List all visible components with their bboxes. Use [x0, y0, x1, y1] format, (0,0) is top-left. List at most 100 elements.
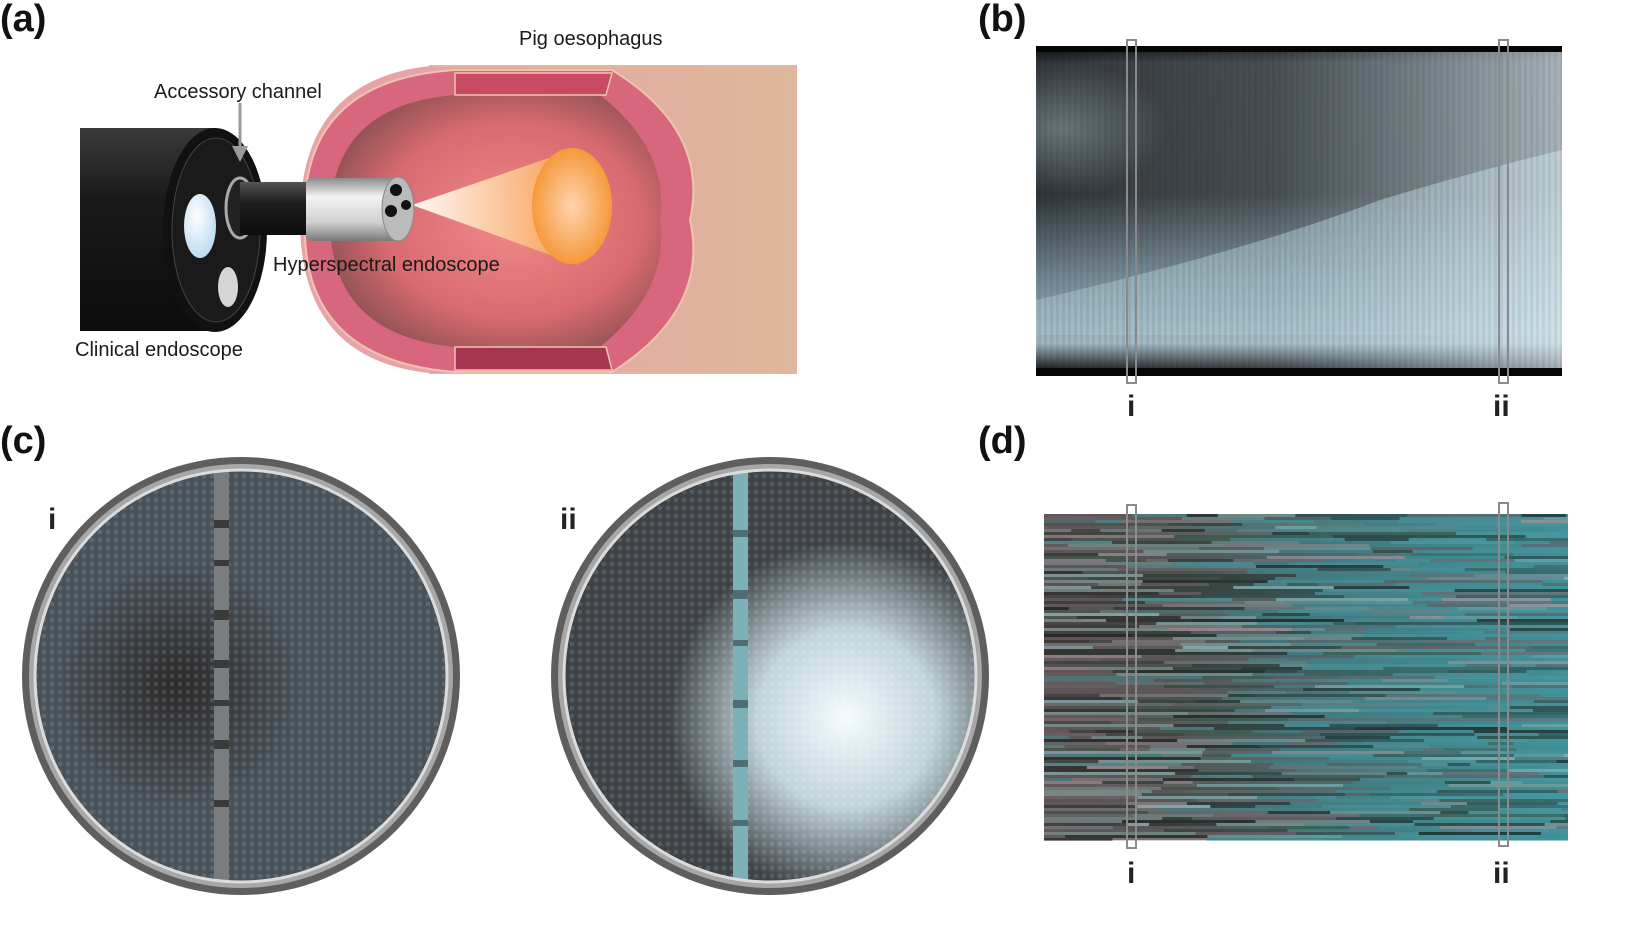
- panel-d-streak: [1044, 595, 1090, 598]
- panel-d-streak: [1044, 835, 1066, 838]
- panel-d-streak: [1044, 547, 1200, 550]
- panel-d-streak: [1132, 709, 1235, 712]
- panel-d-streak: [1083, 619, 1107, 622]
- panel-d-streak: [1044, 685, 1117, 688]
- panel-d-streak: [1122, 517, 1183, 520]
- panel-d-streak: [1284, 601, 1413, 604]
- panel-d-streak: [1267, 811, 1331, 814]
- panel-d-streak: [1232, 598, 1277, 601]
- panel-d-streak: [1528, 673, 1568, 676]
- panel-d-streak: [1406, 529, 1528, 532]
- panel-d-streak: [1187, 712, 1292, 715]
- panel-d-streak: [1472, 547, 1568, 550]
- panel-d-streak: [1307, 661, 1407, 664]
- panel-d-streak: [1246, 571, 1407, 574]
- panel-d-streak: [1044, 622, 1157, 625]
- label-hyperspectral-endoscope: Hyperspectral endoscope: [273, 254, 500, 276]
- panel-d-streak: [1265, 670, 1298, 673]
- panel-d-streak: [1137, 700, 1196, 703]
- panel-d-streak: [1116, 682, 1205, 685]
- panel-d-streak: [1564, 814, 1568, 817]
- panel-d-streak: [1292, 628, 1325, 631]
- panel-d-streak: [1409, 574, 1475, 577]
- panel-d-streak: [1309, 664, 1466, 667]
- panel-d-streak: [1044, 616, 1077, 619]
- panel-d-streak: [1329, 757, 1422, 760]
- panel-d-streak: [1383, 667, 1500, 670]
- panel-d-streak: [1376, 643, 1476, 646]
- panel-d-streak: [1044, 661, 1165, 664]
- panel-d-streak: [1122, 520, 1233, 523]
- panel-d-streak: [1323, 652, 1482, 655]
- panel-d-streak: [1513, 553, 1534, 556]
- panel-d-streak: [1373, 745, 1431, 748]
- panel-d-streak: [1044, 640, 1090, 643]
- panel-d-streak: [1390, 787, 1455, 790]
- panel-d-streak: [1362, 742, 1488, 745]
- panel-d-streak: [1044, 619, 1084, 622]
- panel-d-streak: [1186, 745, 1260, 748]
- panel-d-streak: [1397, 520, 1522, 523]
- panel-d-streak: [1325, 736, 1391, 739]
- panel-d-streak: [1352, 781, 1445, 784]
- panel-d-streak: [1219, 616, 1257, 619]
- panel-d-streak: [1190, 631, 1277, 634]
- panel-d-streak: [1068, 607, 1114, 610]
- panel-d-streak: [1458, 607, 1548, 610]
- panel-d-streak: [1514, 559, 1568, 562]
- panel-d-streak: [1071, 529, 1101, 532]
- panel-d-streak: [1147, 811, 1268, 814]
- panel-d-streak: [1330, 811, 1441, 814]
- panel-d-streak: [1291, 643, 1377, 646]
- panel-d-streak: [1324, 628, 1366, 631]
- panel-d-streak: [1174, 589, 1323, 592]
- panel-c-marker-i: i: [48, 503, 57, 536]
- panel-d-streak: [1044, 832, 1196, 835]
- panel-d-streak: [1044, 577, 1089, 580]
- panel-d-streak: [1044, 658, 1101, 661]
- panel-d-streak: [1182, 517, 1265, 520]
- panel-d-streak: [1402, 799, 1440, 802]
- panel-d-streak: [1044, 745, 1065, 748]
- panel-d-streak: [1424, 703, 1568, 706]
- panel-d-streak: [1124, 556, 1267, 559]
- panel-d-streak: [1044, 559, 1106, 562]
- panel-d-streak: [1228, 721, 1388, 724]
- panel-d-streak: [1513, 742, 1568, 745]
- panel-d-streak: [1205, 748, 1280, 751]
- panel-d-streak: [1044, 538, 1072, 541]
- panel-d-streak: [1095, 730, 1134, 733]
- panel-d-streak: [1528, 739, 1568, 742]
- panel-d-streak: [1161, 529, 1205, 532]
- panel-d-streak: [1217, 514, 1296, 517]
- panel-d-streak: [1156, 622, 1258, 625]
- panel-d-streak: [1426, 604, 1510, 607]
- panel-d-streak: [1192, 523, 1243, 526]
- panel-d-streak: [1505, 571, 1568, 574]
- panel-d-streak: [1566, 514, 1568, 517]
- panel-d-streak: [1256, 616, 1410, 619]
- panel-d-streak: [1537, 634, 1568, 637]
- panel-d-streak: [1174, 673, 1253, 676]
- panel-d-streak: [1131, 634, 1217, 637]
- panel-d-streak: [1044, 682, 1117, 685]
- panel-d-streak: [1044, 754, 1162, 757]
- panel-d-streak: [1434, 676, 1478, 679]
- panel-d-streak: [1192, 664, 1280, 667]
- panel-d-streak: [1162, 817, 1193, 820]
- panel-d-streak: [1519, 613, 1568, 616]
- panel-d-streak: [1221, 826, 1268, 829]
- panel-d-streak: [1279, 748, 1423, 751]
- panel-d-streak: [1322, 805, 1345, 808]
- panel-d-streak: [1355, 559, 1397, 562]
- panel-d-streak: [1106, 742, 1233, 745]
- panel-d-streak: [1324, 715, 1382, 718]
- panel-d-streak: [1090, 667, 1174, 670]
- panel-d-streak: [1044, 679, 1155, 682]
- panel-d-streak: [1511, 664, 1536, 667]
- panel-d-streak: [1044, 517, 1123, 520]
- panel-d-streak: [1044, 625, 1140, 628]
- panel-d-streak: [1541, 832, 1568, 835]
- panel-d-streak: [1267, 580, 1384, 583]
- panel-d-streak: [1297, 670, 1448, 673]
